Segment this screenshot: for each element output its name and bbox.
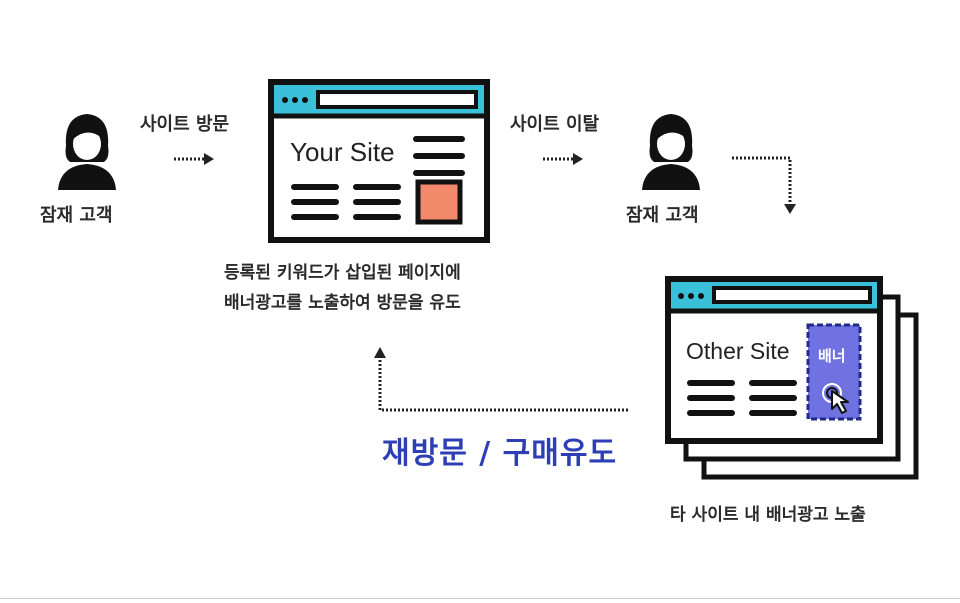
other-site-window: Other Site 배너 (665, 276, 919, 480)
person-icon-left (58, 114, 116, 190)
your-site-title: Your Site (290, 137, 395, 167)
cursor-click-icon (822, 383, 849, 414)
other-site-title: Other Site (686, 338, 790, 364)
arrow-up-return (374, 347, 628, 412)
caption-line-2: 배너광고를 노출하여 방문을 유도 (224, 293, 461, 313)
caption-line-1: 등록된 키워드가 삽입된 페이지에 (224, 263, 461, 283)
your-site-window: Your Site (268, 79, 490, 243)
arrow-right-icon-visit (174, 153, 214, 165)
person-icon-right (642, 114, 700, 190)
arrow-right-icon-leave (543, 153, 583, 165)
other-site-caption: 타 사이트 내 배너광고 노출 (670, 505, 866, 525)
prospect-label-right: 잠재 고객 (626, 205, 699, 226)
arrow-down-elbow (732, 156, 796, 214)
banner-label: 배너 (818, 348, 846, 365)
revisit-label: 재방문 / 구매유도 (382, 436, 618, 471)
prospect-label-left: 잠재 고객 (40, 205, 113, 226)
visit-label: 사이트 방문 (140, 114, 230, 135)
leave-label: 사이트 이탈 (510, 114, 600, 135)
bottom-divider (0, 598, 960, 599)
